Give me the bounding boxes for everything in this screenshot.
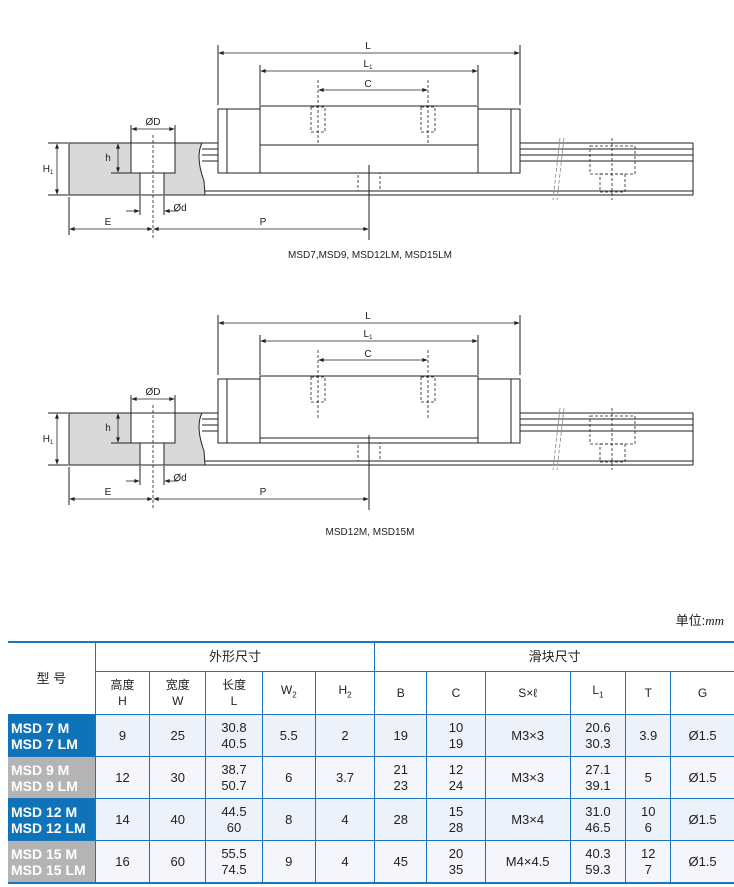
group-block-dimensions: 滑块尺寸 — [374, 641, 734, 672]
col-header: C — [426, 671, 486, 715]
cell-h2: 3.7 — [314, 756, 376, 799]
cell-h2: 4 — [314, 798, 376, 841]
cell-b: 45 — [374, 840, 428, 884]
cell-h2: 4 — [314, 840, 376, 884]
dim-small-d: Ød — [173, 203, 186, 214]
cell-w2: 8 — [261, 798, 316, 841]
cell-w: 40 — [149, 798, 207, 841]
dim-l: L — [365, 311, 371, 322]
rail — [202, 142, 694, 196]
diagram-caption: MSD7,MSD9, MSD12LM, MSD15LM — [288, 250, 452, 261]
cell-s: M3×4 — [484, 798, 571, 841]
dim-c: C — [364, 349, 371, 360]
cell-t: 3.9 — [625, 714, 672, 757]
dim-p: P — [260, 487, 267, 498]
cell-w: 60 — [149, 840, 207, 884]
dim-l1: L1 — [364, 59, 374, 71]
diagram-caption: MSD12M, MSD15M — [326, 527, 415, 538]
col-header: W2 — [261, 671, 316, 715]
dim-h: h — [105, 153, 111, 164]
cell-s: M3×3 — [484, 756, 571, 799]
dim-small-d: Ød — [173, 473, 186, 484]
unit-label: 单位:mm — [675, 613, 724, 628]
col-header: S×ℓ — [484, 671, 571, 715]
dim-c: C — [364, 79, 371, 90]
cell-b: 19 — [374, 714, 428, 757]
dim-h1: H1 — [43, 164, 54, 176]
cell-h: 12 — [94, 756, 151, 799]
col-header: H2 — [314, 671, 376, 715]
cell-w2: 9 — [261, 840, 316, 884]
cell-s: M3×3 — [484, 714, 571, 757]
dim-d: ØD — [146, 117, 161, 128]
dim-d: ØD — [146, 387, 161, 398]
col-header: B — [374, 671, 428, 715]
cell-h: 14 — [94, 798, 151, 841]
cell-w2: 5.5 — [261, 714, 316, 757]
cell-h: 16 — [94, 840, 151, 884]
dim-h: h — [105, 423, 111, 434]
cell-t: 5 — [625, 756, 672, 799]
cell-b: 28 — [374, 798, 428, 841]
model-header: 型 号 — [8, 641, 96, 715]
cell-g: Ø1.5 — [670, 756, 734, 799]
slider-block — [217, 350, 521, 444]
col-header: L1 — [569, 671, 627, 715]
cell-g: Ø1.5 — [670, 798, 734, 841]
slider-block — [217, 80, 521, 174]
dim-e: E — [105, 217, 112, 228]
dim-l: L — [365, 41, 371, 52]
col-header: T — [625, 671, 672, 715]
cell-w2: 6 — [261, 756, 316, 799]
cell-w: 25 — [149, 714, 207, 757]
cell-w: 30 — [149, 756, 207, 799]
col-header: G — [670, 671, 734, 715]
cell-s: M4×4.5 — [484, 840, 571, 884]
cell-g: Ø1.5 — [670, 840, 734, 884]
group-outer-dimensions: 外形尺寸 — [94, 641, 376, 672]
dim-l1: L1 — [364, 329, 374, 341]
cell-g: Ø1.5 — [670, 714, 734, 757]
dim-h1: H1 — [43, 434, 54, 446]
cell-h: 9 — [94, 714, 151, 757]
dim-e: E — [105, 487, 112, 498]
dim-p: P — [260, 217, 267, 228]
cell-h2: 2 — [314, 714, 376, 757]
